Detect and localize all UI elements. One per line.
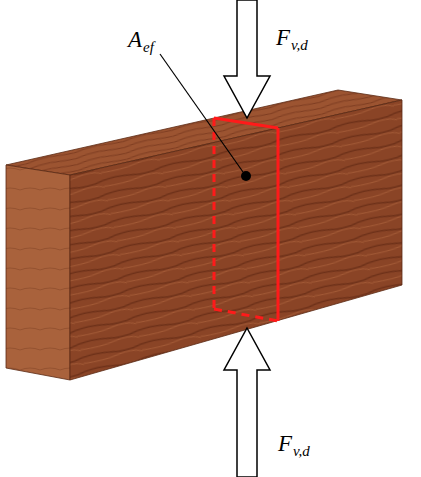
symbol-letter: A bbox=[128, 27, 142, 52]
shear-section bbox=[214, 118, 278, 321]
area-dot bbox=[241, 171, 251, 181]
beam-end-face bbox=[6, 165, 70, 380]
symbol-subscript: v,d bbox=[293, 443, 310, 459]
leader-line bbox=[160, 54, 243, 172]
area-symbol: Aef bbox=[128, 28, 154, 51]
force-symbol: Fv,d bbox=[276, 26, 308, 49]
symbol-subscript: ef bbox=[143, 39, 154, 55]
symbol-letter: F bbox=[276, 25, 290, 50]
symbol-letter: F bbox=[278, 431, 292, 456]
force-symbol: Fv,d bbox=[278, 432, 310, 455]
beam-front-face bbox=[70, 100, 402, 380]
symbol-subscript: v,d bbox=[291, 37, 308, 53]
force-arrow-down bbox=[224, 0, 270, 118]
force-arrow-up bbox=[224, 328, 270, 477]
